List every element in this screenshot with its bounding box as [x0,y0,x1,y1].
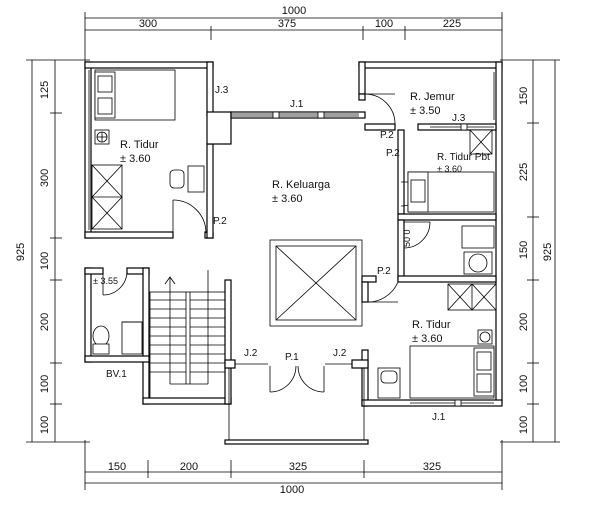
code-j2-right: J.2 [333,348,347,359]
code-bv1: BV.1 [106,369,127,380]
staircase [149,270,226,399]
dim-right-6: 100 [518,416,530,434]
dim-bottom-3: 325 [289,461,307,473]
room-keluarga-level: ± 3.60 [272,193,303,205]
dimension-left: 925 125 300 100 200 100 100 [15,59,90,443]
dim-bottom-2: 200 [180,461,198,473]
bath-level: ± 3.55 [93,276,118,286]
dim-top-2: 375 [278,18,296,30]
dimension-right: 925 150 225 150 200 100 100 [500,59,560,443]
dim-bottom-4: 325 [423,461,441,473]
room-jemur-name: R. Jemur [410,91,455,103]
dim-left-5: 100 [39,375,51,393]
code-p1: P.1 [285,352,299,363]
dim-bottom-1: 150 [108,461,126,473]
code-j3-right: J.3 [452,113,466,124]
room-keluarga-name: R. Keluarga [272,179,331,191]
dim-top-total: 1000 [282,5,306,17]
dimension-bottom: 150 200 325 325 1000 [84,440,503,496]
code-p2-jemur-a: P.2 [380,130,394,141]
code-p2-left: P.2 [213,216,227,227]
opening-codes: J.3 J.1 P.2 P.2 J.3 P.2 P.2 50 0 J.2 P.1… [106,85,466,423]
dim-top-3: 100 [375,18,393,30]
dim-left-3: 100 [39,252,51,270]
code-j1-bottom: J.1 [432,412,446,423]
dim-left-4: 200 [39,313,51,331]
dim-left-6: 100 [39,416,51,434]
code-p2-jemur-b: P.2 [386,148,400,159]
dim-bottom-total: 1000 [280,484,304,496]
room-tidur-pbt-level: ± 3.60 [437,164,462,174]
dim-right-1: 150 [518,87,530,105]
dim-left-1: 125 [39,81,51,99]
code-pintu-value: 50 0 [402,229,412,247]
dim-top-4: 225 [443,18,461,30]
dim-left-2: 300 [39,169,51,187]
code-j3-left: J.3 [215,85,229,96]
code-j1-top: J.1 [290,99,304,110]
room-tidur-1-level: ± 3.60 [120,153,151,165]
dim-right-4: 200 [518,313,530,331]
dimension-top: 1000 300 375 100 225 [84,5,503,62]
code-p2-right: P.2 [377,266,391,277]
dim-left-total: 925 [15,243,27,261]
room-tidur-1-name: R. Tidur [120,139,159,151]
dim-right-total: 925 [542,243,554,261]
void-opening [269,239,363,327]
windows [88,70,495,407]
code-j2-left: J.2 [244,348,258,359]
dim-right-5: 100 [518,375,530,393]
furniture [91,69,497,399]
room-tidur-2-level: ± 3.60 [412,333,443,345]
dim-right-2: 225 [518,163,530,181]
room-jemur-level: ± 3.50 [410,105,441,117]
room-labels: R. Tidur ± 3.60 R. Keluarga ± 3.60 R. Je… [93,91,490,345]
dim-right-3: 150 [518,241,530,259]
room-tidur-pbt-name: R. Tidur Pbt [437,152,490,163]
room-tidur-2-name: R. Tidur [412,319,451,331]
dim-top-1: 300 [139,18,157,30]
